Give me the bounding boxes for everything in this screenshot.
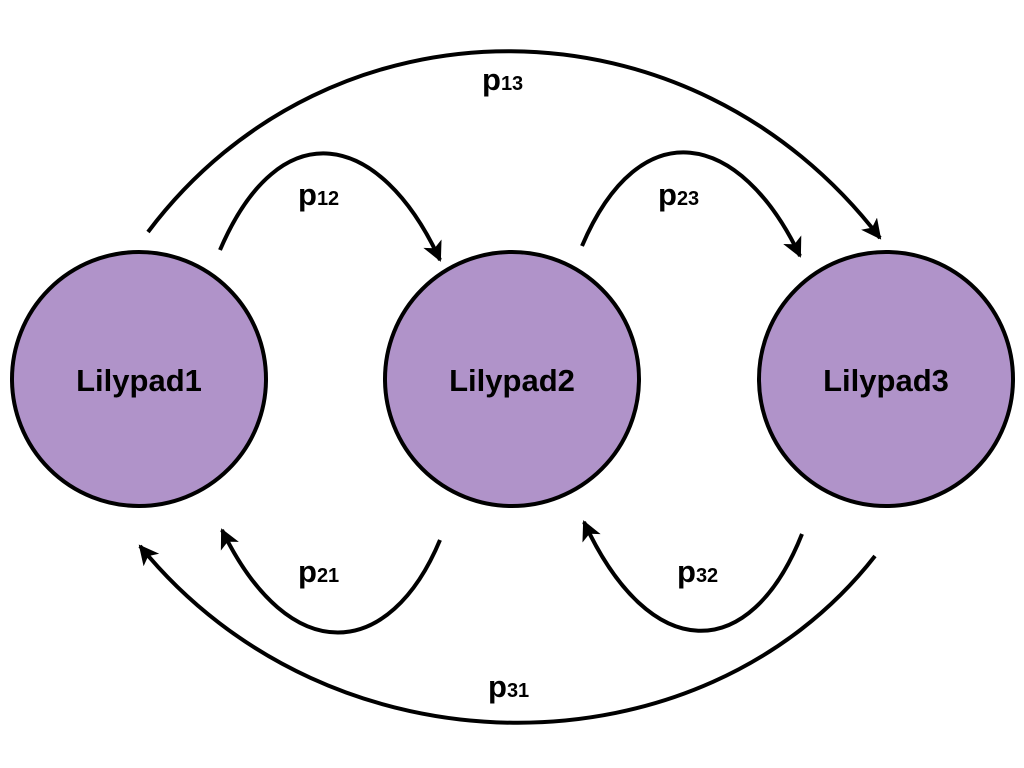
edge-label-p13-sub: 13: [501, 73, 523, 95]
node-lilypad2: Lilypad2: [383, 250, 641, 508]
edge-label-p12-sub: 12: [317, 188, 339, 210]
edge-label-p31-sub: 31: [507, 680, 529, 702]
edge-label-p32-sub: 32: [696, 565, 718, 587]
edge-p31-arrow: [138, 544, 877, 725]
edges-group: [138, 49, 882, 725]
edge-label-p31-main: p: [488, 669, 507, 704]
node-lilypad3-circle: [757, 250, 1015, 508]
node-lilypad1: Lilypad1: [10, 250, 268, 508]
edge-label-p13: p13: [482, 62, 523, 97]
edge-labels-group: p13 p12 p23 p21 p32 p31: [298, 62, 718, 704]
edge-p32-arrow: [582, 520, 804, 633]
edge-p12-arrow: [218, 151, 442, 262]
edge-label-p23-sub: 23: [677, 188, 699, 210]
edge-p13-arrow: [146, 49, 882, 240]
edge-label-p21-sub: 21: [317, 565, 339, 587]
node-lilypad2-circle: [383, 250, 641, 508]
edge-label-p13-main: p: [482, 62, 501, 97]
edge-label-p21: p21: [298, 554, 339, 589]
node-lilypad1-circle: [10, 250, 268, 508]
node-lilypad1-label: Lilypad1: [76, 363, 202, 398]
node-lilypad3-label: Lilypad3: [823, 363, 949, 398]
edge-label-p32-main: p: [677, 554, 696, 589]
edge-label-p23: p23: [658, 177, 699, 212]
edge-p21-arrow: [220, 528, 442, 635]
edge-label-p12: p12: [298, 177, 339, 212]
node-lilypad3: Lilypad3: [757, 250, 1015, 508]
edge-p23-arrow: [580, 150, 802, 258]
edge-label-p23-main: p: [658, 177, 677, 212]
edge-label-p21-main: p: [298, 554, 317, 589]
node-lilypad2-label: Lilypad2: [449, 363, 575, 398]
edge-label-p12-main: p: [298, 177, 317, 212]
edge-label-p31: p31: [488, 669, 529, 704]
edge-label-p32: p32: [677, 554, 718, 589]
